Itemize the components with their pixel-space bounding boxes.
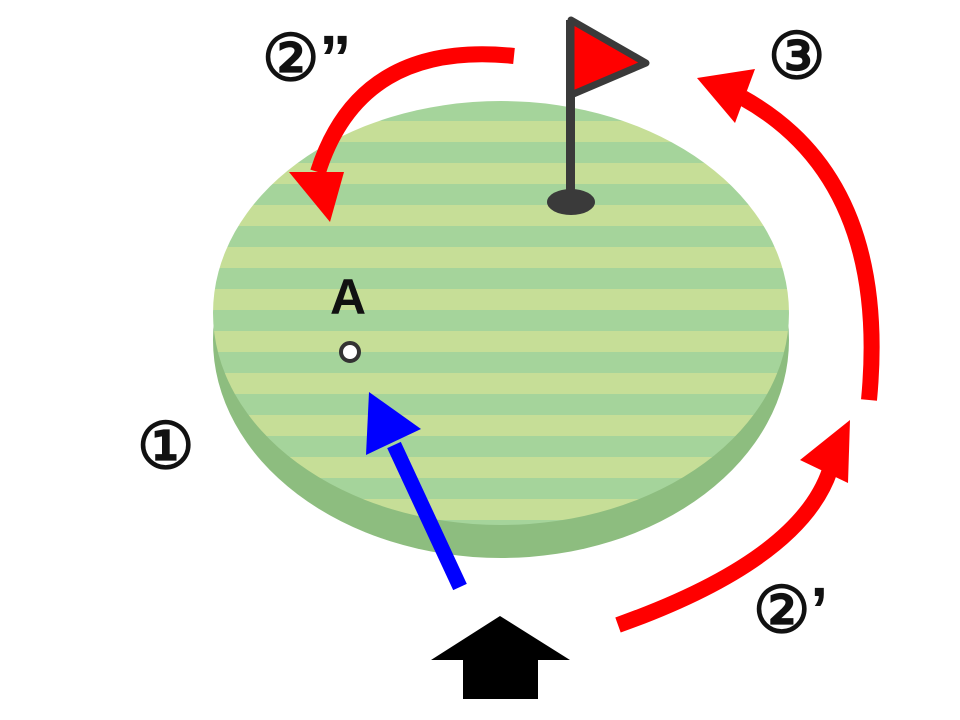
label-circle-1: ① — [137, 410, 194, 482]
blue-arrow — [366, 392, 467, 591]
red-arrow-3 — [697, 69, 880, 401]
red-arrow-2-double-shaft — [310, 46, 515, 175]
red-arrow-2-double-head — [289, 172, 344, 222]
red-arrow-3-shaft — [739, 91, 880, 401]
blue-arrow-head — [366, 392, 421, 455]
putting-green — [213, 101, 789, 558]
cup-hole-icon — [547, 189, 595, 215]
point-a-label: A — [330, 269, 366, 325]
label-circle-2-single: ②’ — [753, 574, 828, 646]
label-circle-3: ③ — [768, 20, 825, 92]
red-arrow-2-single-head — [800, 420, 850, 483]
red-arrow-3-head — [697, 69, 755, 123]
red-arrow-2-double — [289, 46, 515, 222]
red-arrow-2-single-shaft — [615, 467, 838, 633]
green-surface — [213, 101, 789, 525]
label-circle-2-double: ②” — [262, 22, 351, 94]
ball-marker-icon — [339, 341, 361, 363]
flag-icon — [547, 16, 650, 215]
black-up-arrow-icon — [431, 616, 570, 699]
blue-arrow-shaft — [387, 441, 467, 591]
flag-pole — [566, 20, 575, 200]
flag-cloth — [567, 16, 650, 99]
red-arrow-2-single — [615, 420, 850, 633]
